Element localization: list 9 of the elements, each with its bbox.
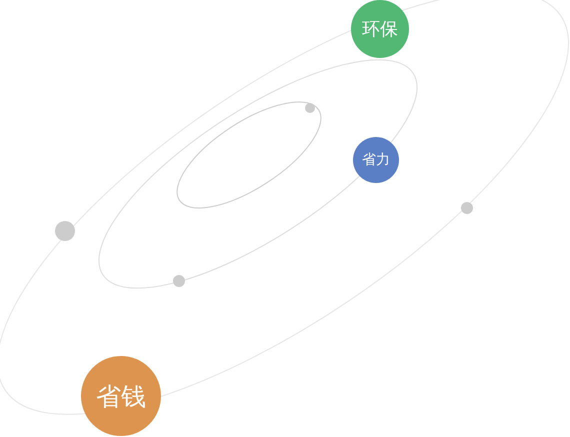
circle-dot <box>461 202 473 214</box>
topic-circle <box>353 137 399 183</box>
topic-label: 环保 <box>362 18 398 41</box>
topic-circle <box>351 0 409 58</box>
topic-label: 省力 <box>362 151 390 169</box>
circle-dot <box>173 275 185 287</box>
circle-dot <box>305 103 315 113</box>
topic-label: 省钱 <box>96 380 146 412</box>
circle-dot <box>55 221 75 241</box>
